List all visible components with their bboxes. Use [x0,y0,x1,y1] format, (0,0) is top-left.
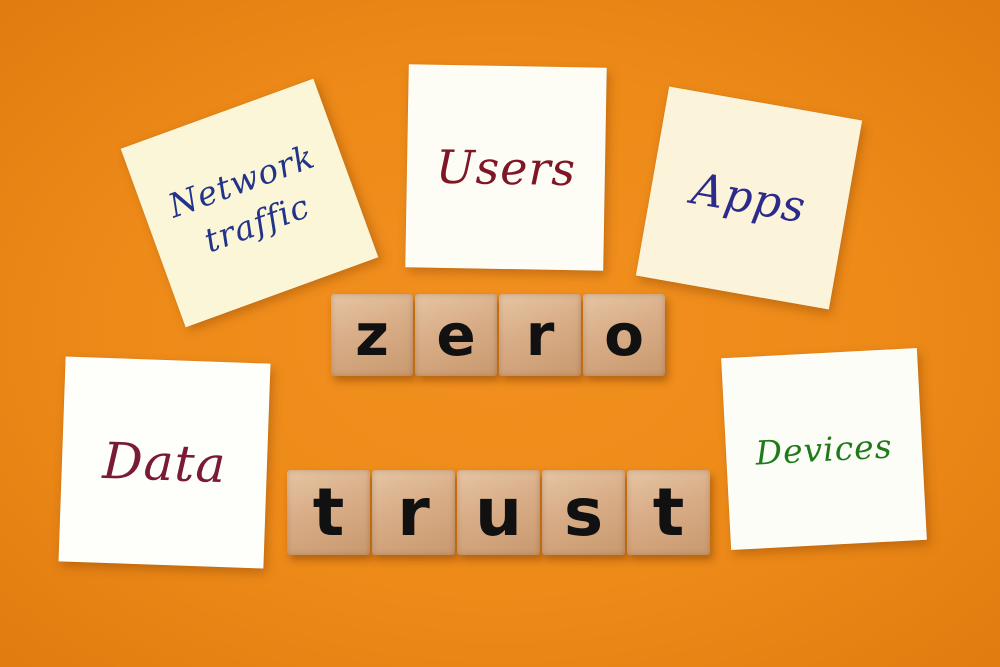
note-text-data: Data [101,431,228,494]
note-text-apps: Apps [688,162,810,234]
letter-cube: t [627,470,710,555]
wooden-blocks-trust: t r u s t [287,470,712,555]
letter-cube: r [372,470,455,555]
letter-cube: r [499,294,581,376]
sticky-note-users: Users [405,64,607,271]
letter-cube: s [542,470,625,555]
letter-cube: e [415,294,497,376]
sticky-note-network-traffic: Network traffic [120,78,379,328]
note-text-users: Users [435,139,577,196]
letter-cube: u [457,470,540,555]
letter-cube: t [287,470,370,555]
sticky-note-devices: Devices [721,348,927,550]
letter-cube: o [583,294,665,376]
note-text-devices: Devices [754,425,894,473]
letter-cube: z [331,294,413,376]
sticky-note-apps: Apps [635,86,863,310]
wooden-blocks-zero: z e r o [331,294,667,376]
sticky-note-data: Data [58,356,271,569]
